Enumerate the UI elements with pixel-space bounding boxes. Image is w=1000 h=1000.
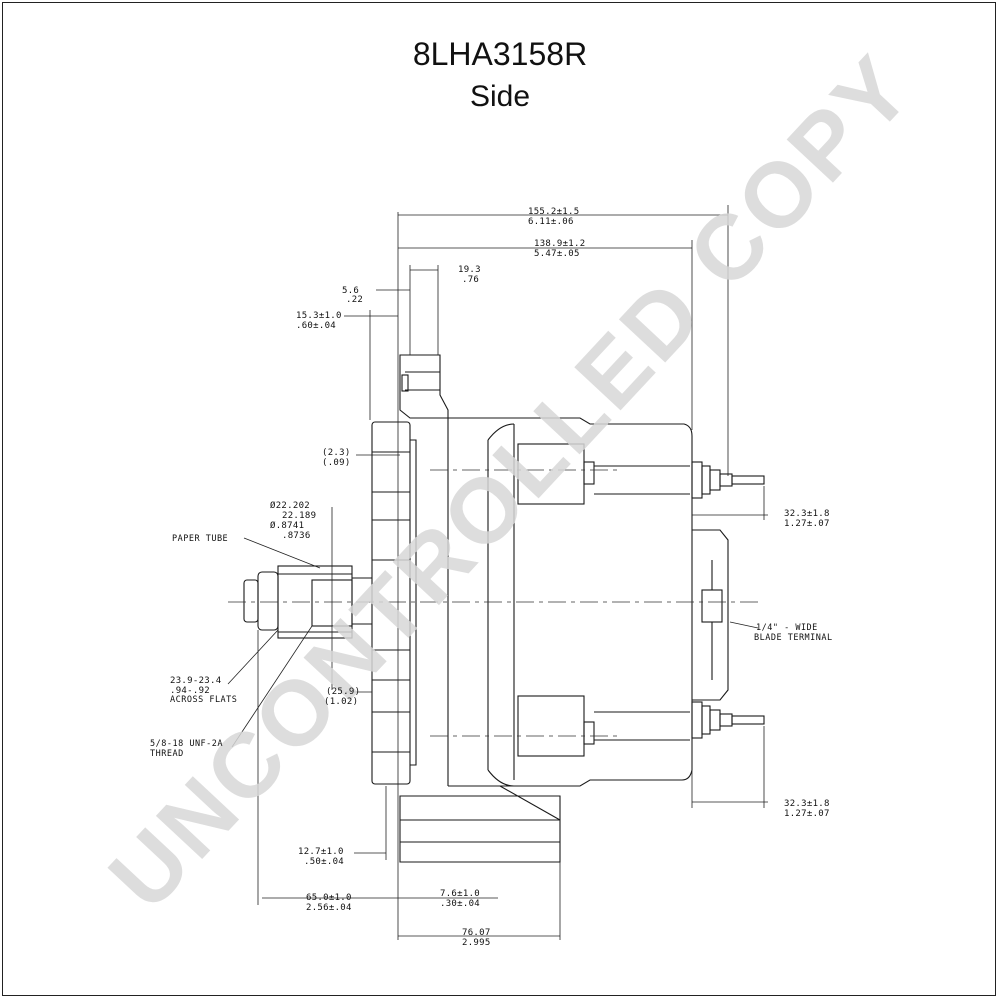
- dim-2-3: (2.3): [322, 448, 351, 458]
- dim-19-3: 19.3: [458, 265, 481, 275]
- pulley-fan: [371, 421, 417, 785]
- dim-across-flats-in: .94-.92: [170, 686, 210, 696]
- dim-32-3-top-in: 1.27±.07: [784, 519, 830, 529]
- blade-terminal-label-1: 1/4" - WIDE: [756, 623, 818, 633]
- dim-15-3-in: .60±.04: [296, 321, 336, 331]
- dim-5-6-in: .22: [346, 295, 363, 305]
- paper-tube-label: PAPER TUBE: [172, 534, 228, 544]
- dim-65-0-in: 2.56±.04: [306, 903, 352, 913]
- dim-across-flats: 23.9-23.4: [170, 676, 221, 686]
- watermark-text: UNCONTROLLED COPY: [90, 36, 933, 929]
- housing: [447, 417, 693, 787]
- mounting-ear-bottom: [399, 785, 561, 863]
- dim-bore-4: .8736: [282, 531, 311, 541]
- output-terminal-bottom: [691, 701, 765, 739]
- dim-5-6: 5.6: [342, 286, 359, 296]
- dim-7-6: 7.6±1.0: [440, 889, 480, 899]
- dim-7-6-in: .30±.04: [440, 899, 480, 909]
- thread-label: THREAD: [150, 749, 184, 759]
- dim-bore-3: Ø.8741: [270, 520, 304, 531]
- dim-overall-length-in: 6.11±.06: [528, 217, 574, 227]
- thread-spec: 5/8-18 UNF-2A: [150, 739, 223, 749]
- across-flats-label: ACROSS FLATS: [170, 695, 237, 705]
- dim-65-0: 65.0±1.0: [306, 893, 352, 903]
- dim-12-7: 12.7±1.0: [298, 847, 344, 857]
- dim-2-3-in: (.09): [322, 458, 351, 468]
- dim-19-3-in: .76: [462, 275, 479, 285]
- output-terminal-top: [691, 461, 765, 499]
- regulator-block: [692, 529, 729, 701]
- dim-32-3-bottom-in: 1.27±.07: [784, 809, 830, 819]
- dim-25-9-in: (1.02): [324, 697, 358, 707]
- dim-25-9: (25.9): [326, 687, 360, 697]
- dim-overall-length: 155.2±1.5: [528, 207, 579, 217]
- dim-32-3-top: 32.3±1.8: [784, 509, 830, 519]
- view-title: Side: [469, 80, 531, 113]
- blade-terminal-label-2: BLADE TERMINAL: [754, 633, 833, 643]
- dim-bore-1: Ø22.202: [270, 500, 310, 511]
- dim-bore-2: 22.189: [282, 511, 316, 521]
- mounting-ear-top: [399, 354, 449, 419]
- dim-15-3: 15.3±1.0: [296, 311, 342, 321]
- dim-76-07: 76.07: [462, 928, 491, 938]
- dim-body-length-in: 5.47±.05: [534, 249, 580, 259]
- dim-12-7-in: .50±.04: [304, 857, 344, 867]
- dim-76-07-in: 2.995: [462, 938, 491, 948]
- dim-body-length: 138.9±1.2: [534, 239, 585, 249]
- dim-32-3-bottom: 32.3±1.8: [784, 799, 830, 809]
- part-number-title: 8LHA3158R: [412, 36, 588, 72]
